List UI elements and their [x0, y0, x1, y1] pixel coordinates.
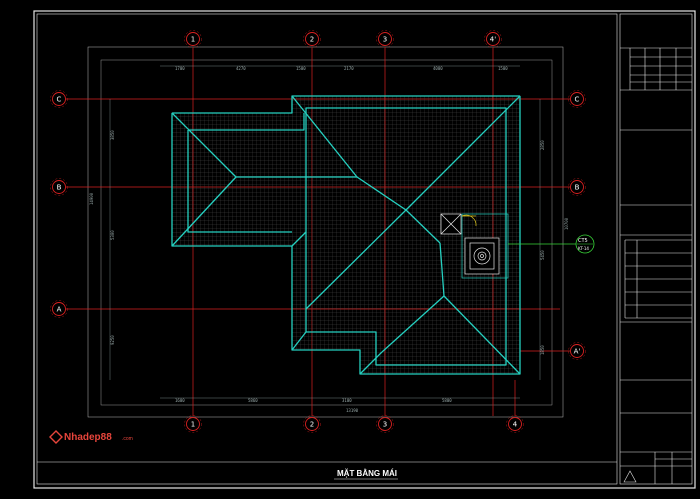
- dim-top-1: 1700: [175, 66, 185, 71]
- dim-bottom-4: 5800: [442, 398, 452, 403]
- axis-label: 3: [383, 421, 387, 429]
- axis-bubble-right-1: C: [568, 90, 586, 108]
- revision-triangle-icon: [623, 470, 637, 483]
- dim-top-4: 2170: [344, 66, 354, 71]
- axis-label: 3: [383, 36, 387, 44]
- logo-text: Nhadep88: [64, 432, 112, 443]
- dim-right-1: 2850: [540, 140, 545, 150]
- dim-right-total: 10700: [564, 217, 569, 230]
- roof-opening: [440, 213, 509, 279]
- dimension-frame: [100, 59, 553, 406]
- drawing-title: MẶT BẰNG MÁI: [337, 469, 397, 478]
- axis-bubble-left-3: A: [50, 300, 68, 318]
- dim-left-total: 14900: [89, 192, 94, 205]
- dimension-lines: [109, 65, 541, 399]
- callout-code: CT5: [578, 238, 588, 244]
- dim-bottom-1: 1600: [175, 398, 185, 403]
- logo: Nhadep88 .com: [49, 430, 133, 444]
- dim-top-5: 4000: [433, 66, 443, 71]
- axis-label: 2: [310, 36, 314, 44]
- axis-label: 4: [513, 421, 518, 429]
- dim-top-2: 4270: [236, 66, 246, 71]
- axis-label: A': [574, 348, 581, 356]
- axis-bubble-bottom-3: 3: [376, 415, 394, 433]
- axis-label: C: [57, 96, 62, 104]
- axis-bubble-top-2: 2: [303, 30, 321, 48]
- dim-right-2: 5450: [540, 250, 545, 260]
- dim-left-1: 3850: [110, 130, 115, 140]
- axis-label: 1: [191, 421, 195, 429]
- dim-bottom-total: 13190: [346, 408, 359, 413]
- sheet-border: [33, 10, 696, 489]
- axis-bubble-right-2: B: [568, 178, 586, 196]
- dim-top-6: 1500: [498, 66, 508, 71]
- axis-label: 1: [191, 36, 195, 44]
- dim-bottom-3: 3100: [342, 398, 352, 403]
- dim-bottom-2: 5860: [248, 398, 258, 403]
- logo-suffix: .com: [122, 436, 133, 442]
- axis-bubble-bottom-1: 1: [184, 415, 202, 433]
- dim-right-3: 1850: [540, 345, 545, 355]
- axis-bubbles: 1 2 3 4' 1 2 3 4 C B A C B A': [50, 30, 586, 433]
- dim-left-3: 9250: [110, 335, 115, 345]
- drawing-border: [36, 13, 618, 485]
- axis-bubble-bottom-4: 4: [506, 415, 524, 433]
- axis-label: B: [575, 184, 580, 192]
- dim-top-3: 1500: [296, 66, 306, 71]
- axis-label: 4': [490, 36, 496, 44]
- axis-bubble-top-4: 4': [484, 30, 502, 48]
- axis-label: 2: [310, 421, 314, 429]
- roof-ridges: [171, 95, 521, 375]
- axis-bubble-top-1: 1: [184, 30, 202, 48]
- axis-bubble-top-3: 3: [376, 30, 394, 48]
- axis-label: B: [57, 184, 62, 192]
- axis-label: C: [575, 96, 580, 104]
- axis-bubble-bottom-2: 2: [303, 415, 321, 433]
- axis-label: A: [57, 306, 62, 314]
- logo-icon: [49, 430, 63, 444]
- axis-bubble-right-3: A': [568, 342, 586, 360]
- dim-left-2: 5300: [110, 230, 115, 240]
- title-block: [619, 13, 693, 485]
- axis-bubble-left-1: C: [50, 90, 68, 108]
- site-boundary: [87, 46, 564, 418]
- callout-sub: KT-14: [578, 246, 589, 251]
- axis-bubble-left-2: B: [50, 178, 68, 196]
